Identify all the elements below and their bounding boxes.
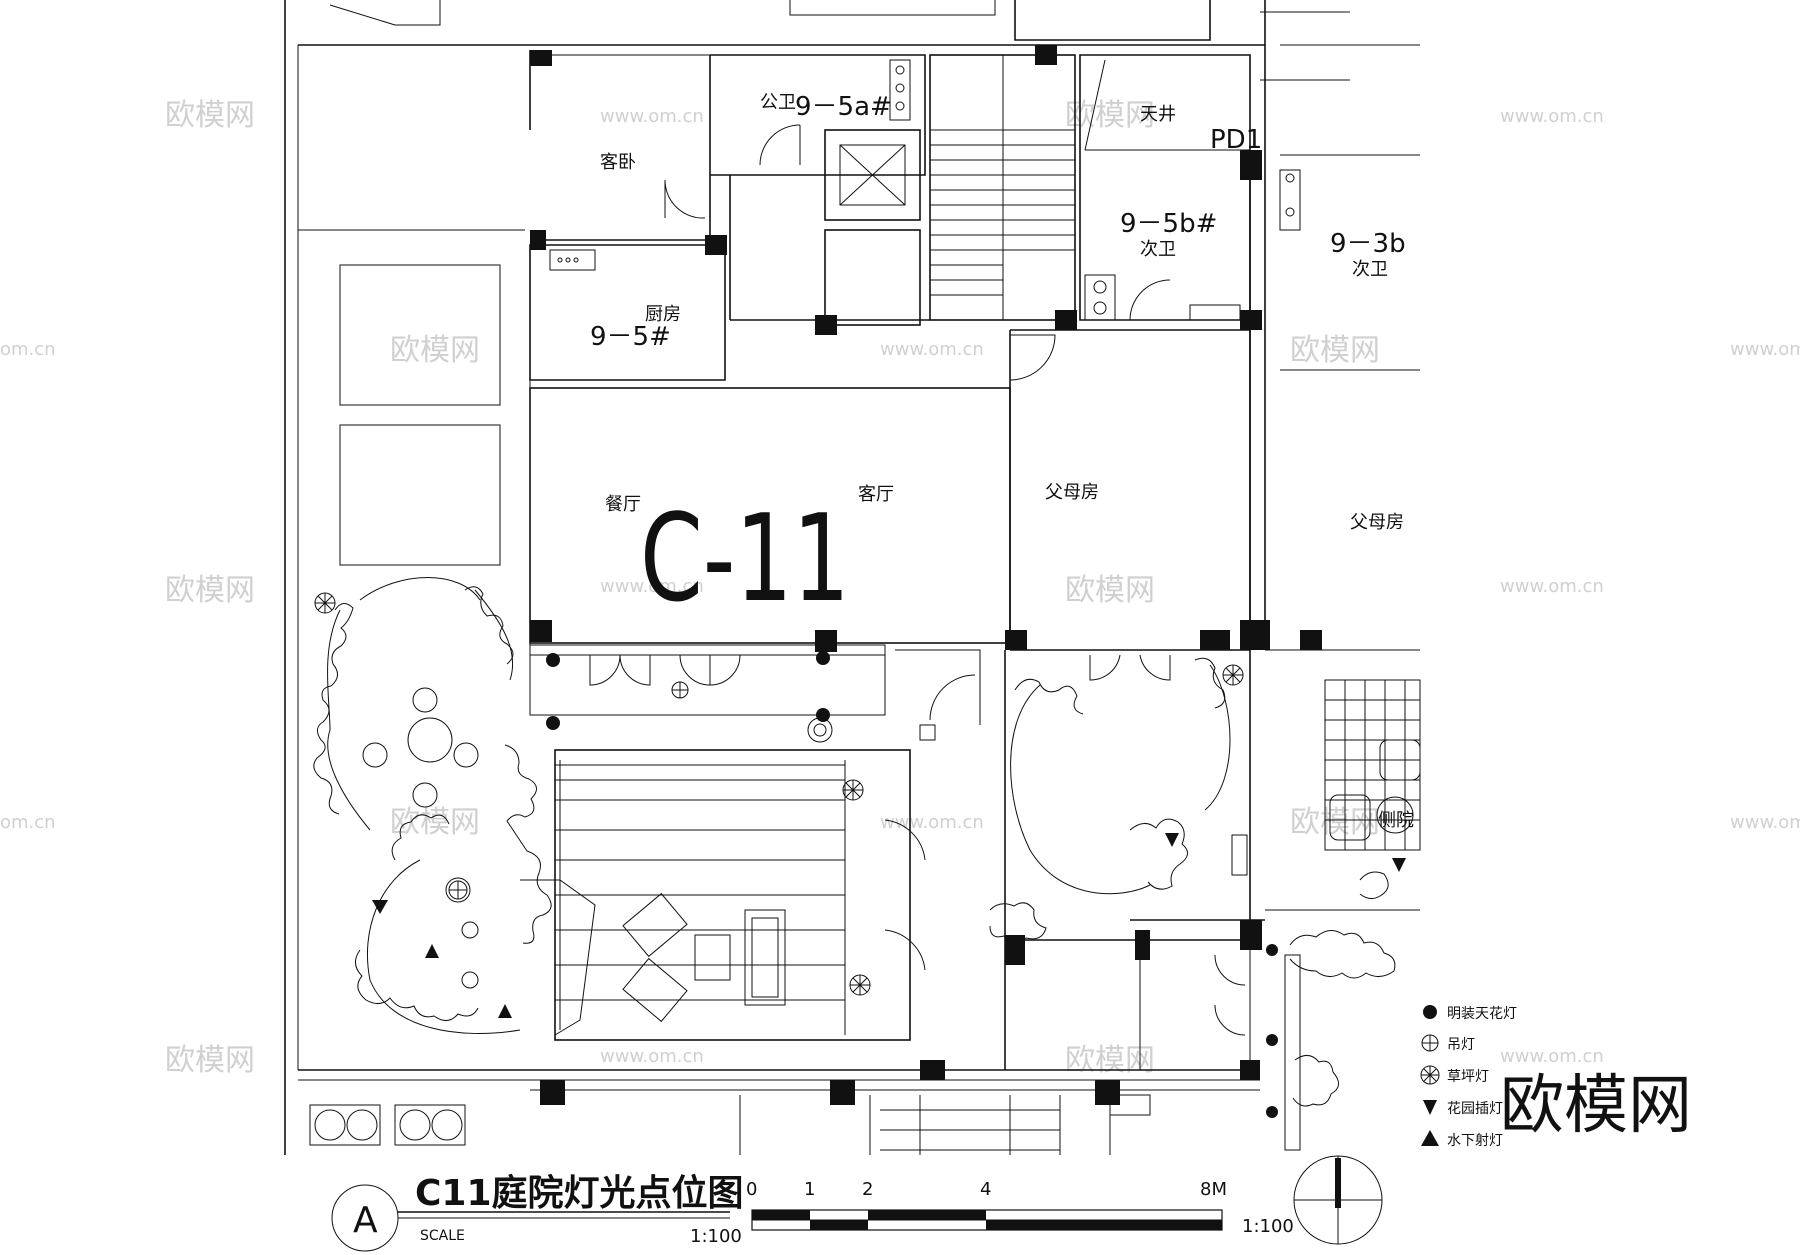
legend-symbol-ceiling-light	[1423, 1005, 1437, 1019]
unit-label-9-3b: 9－3b	[1330, 229, 1406, 259]
ceiling-light	[816, 651, 830, 665]
lawn-light	[842, 779, 864, 801]
watermark-site: www.om.cn	[1730, 339, 1800, 360]
watermark-brand: 欧模网	[1065, 573, 1155, 608]
drawing-scale-word: SCALE	[420, 1228, 465, 1244]
legend-label: 水下射灯	[1447, 1133, 1503, 1149]
watermark-brand: 欧模网	[390, 805, 480, 840]
pipe-label-pd1: PD1	[1210, 125, 1262, 155]
room-label-dining: 餐厅	[605, 494, 641, 515]
ceiling-light	[546, 653, 560, 667]
unit-label-9-5b: 9－5b#	[1120, 209, 1217, 239]
stair-treads	[930, 129, 1075, 296]
scalebar-tick: 1	[804, 1179, 815, 1200]
side-yard-tiles	[1324, 679, 1421, 851]
room-labels: 客卧 公卫 9－5a# 天井 PD1 9－5b# 次卫 9－3b 次卫 厨房 9…	[590, 92, 1414, 831]
underwater-light	[498, 1004, 512, 1018]
lighting-fixtures	[314, 592, 1406, 1118]
watermark-layer: 欧模网 www.om.cn 欧模网 www.om.cn om.cn 欧模网 ww…	[0, 98, 1800, 1078]
north-arrow	[1293, 1155, 1383, 1245]
legend-label: 草坪灯	[1447, 1069, 1489, 1085]
watermark-site: www.om.cn	[1500, 1046, 1604, 1067]
walls	[284, 0, 1421, 1155]
structural-columns	[530, 45, 1322, 1105]
watermark-site: om.cn	[0, 812, 56, 833]
legend: 明装天花灯 吊灯 草坪灯 花园插灯 水下射灯	[1420, 1005, 1517, 1149]
watermark-site: www.om.cn	[1500, 576, 1604, 597]
unit-label-9-5a: 9－5a#	[795, 92, 892, 122]
room-label-parents-room-right: 父母房	[1350, 512, 1404, 533]
room-label-kitchen: 厨房	[645, 304, 681, 325]
unit-label-9-5: 9－5#	[590, 322, 671, 352]
room-label-side-yard: 侧院	[1378, 810, 1414, 831]
pendant-light	[671, 681, 689, 699]
scalebar-tick: 0	[746, 1179, 757, 1200]
watermark-brand: 欧模网	[165, 1043, 255, 1078]
pendant-light	[807, 717, 833, 743]
ceiling-light	[546, 716, 560, 730]
lawn-light	[448, 880, 468, 900]
watermark-brand: 欧模网	[390, 333, 480, 368]
garden-spike-light	[1392, 858, 1406, 872]
room-label-second-wc: 次卫	[1140, 239, 1176, 260]
watermark-brand: 欧模网	[1290, 805, 1380, 840]
lawn-light	[314, 592, 336, 614]
room-label-second-wc-right: 次卫	[1352, 259, 1388, 280]
legend-symbol-underwater-light	[1421, 1130, 1439, 1146]
room-label-living: 客厅	[858, 484, 894, 505]
scalebar-tick: 8M	[1200, 1179, 1227, 1200]
watermark-site: www.om.cn	[1500, 106, 1604, 127]
watermark-brand-large: 欧模网	[1500, 1069, 1692, 1143]
scalebar-tick: 2	[862, 1179, 873, 1200]
watermark-brand: 欧模网	[1290, 333, 1380, 368]
garden-spike-light	[1165, 833, 1179, 847]
watermark-site: www.om.cn	[880, 339, 984, 360]
ceiling-light	[816, 708, 830, 722]
legend-symbol-lawn-light	[1420, 1065, 1440, 1085]
scale-bar: 0 1 2 4 8M 1:100	[746, 1179, 1294, 1237]
drawing-title: C11庭院灯光点位图	[415, 1173, 744, 1214]
legend-symbol-garden-spike-light	[1423, 1100, 1437, 1115]
ceiling-light	[1266, 944, 1278, 956]
garden-spike-light	[372, 900, 388, 914]
plan-main-label: C-11	[640, 490, 850, 629]
watermark-site: om.cn	[0, 339, 56, 360]
watermark-brand: 欧模网	[165, 573, 255, 608]
underwater-light	[425, 944, 439, 958]
legend-label: 明装天花灯	[1447, 1006, 1517, 1022]
room-label-parents-room: 父母房	[1045, 482, 1099, 503]
legend-symbol-pendant-light	[1421, 1034, 1439, 1052]
garden-rockery	[313, 577, 1396, 1151]
ceiling-light	[1266, 1106, 1278, 1118]
lawn-light	[1222, 664, 1244, 686]
room-label-guest-bedroom: 客卧	[600, 152, 636, 173]
scalebar-tick: 4	[980, 1179, 991, 1200]
title-block: A C11庭院灯光点位图 SCALE 1:100 0 1 2 4 8M 1:10…	[331, 1155, 1383, 1252]
watermark-site: www.om.cn	[600, 106, 704, 127]
drawing-scale-ratio: 1:100	[690, 1226, 742, 1247]
ceiling-light	[1266, 1034, 1278, 1046]
watermark-site: www.om.cn	[600, 1046, 704, 1067]
room-label-skywell: 天井	[1140, 104, 1176, 125]
watermark-site: www.om.cn	[1730, 812, 1800, 833]
lounge-furniture	[622, 892, 786, 1023]
watermark-brand: 欧模网	[1065, 1043, 1155, 1078]
scalebar-ratio: 1:100	[1242, 1216, 1294, 1237]
plumbing-fixtures	[549, 59, 1301, 741]
legend-label: 花园插灯	[1447, 1101, 1503, 1117]
watermark-brand: 欧模网	[165, 98, 255, 133]
legend-label: 吊灯	[1447, 1037, 1475, 1053]
lawn-light	[849, 974, 871, 996]
room-label-public-wc: 公卫	[760, 92, 796, 113]
drawing-marker-letter: A	[353, 1200, 378, 1241]
watermark-site: www.om.cn	[600, 576, 704, 597]
